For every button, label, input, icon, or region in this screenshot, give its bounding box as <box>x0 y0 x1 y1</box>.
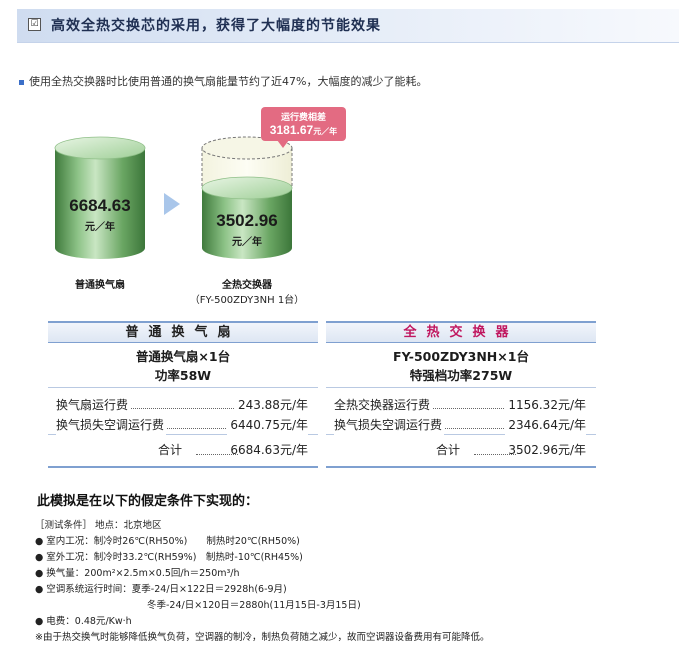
condition-line: ● 电费：0.48元/Kw·h <box>35 616 132 627</box>
exchanger-table-spec: FY-500ZDY3NH×1台 特强档功率275W <box>326 343 596 388</box>
condition-footnote: ※由于热交换气时能够降低换气负荷，空调器的制冷，制热负荷随之减少，故而空调器设备… <box>35 632 490 643</box>
fan-cost-cylinder <box>54 136 146 259</box>
savings-callout: 运行费相差 3181.67元／年 <box>261 107 346 148</box>
table-row: 换气扇运行费 243.88元/年 <box>48 395 318 415</box>
exchanger-cost-table: 全热交换器 FY-500ZDY3NH×1台 特强档功率275W 全热交换器运行费… <box>326 321 596 468</box>
condition-line: 冬季-24/日×120日＝2880h(11月15日-3月15日) <box>147 600 361 611</box>
condition-line: ● 空调系统运行时间：夏季-24/日×122日＝2928h(6-9月) <box>35 584 287 595</box>
fan-spec-units: 普通换气扇×1台 <box>135 349 231 364</box>
total-value: 6684.63元/年 <box>230 443 308 457</box>
exchanger-cost-cylinder <box>201 136 293 259</box>
fan-cost-rows: 换气扇运行费 243.88元/年 换气损失空调运行费 6440.75元/年 <box>48 388 318 435</box>
exchanger-table-title: 全热交换器 <box>326 321 596 343</box>
callout-unit: 元／年 <box>313 127 338 136</box>
exchanger-total-row: 合计 3502.96元/年 <box>326 435 596 468</box>
condition-line: ● 室内工况：制冷时26℃(RH50%) 制热时20℃(RH50%) <box>35 536 300 547</box>
callout-value-line: 3181.67元／年 <box>261 123 346 137</box>
intro-sentence: 使用全热交换器时比使用普通的换气扇能量节约了近47%，大幅度的减少了能耗。 <box>29 75 428 88</box>
row-label: 换气损失空调运行费 <box>56 415 167 435</box>
arrow-right-icon <box>164 193 180 215</box>
fan-spec-power: 功率58W <box>154 368 212 383</box>
row-value: 6440.75元/年 <box>227 415 308 435</box>
total-value: 3502.96元/年 <box>508 443 586 457</box>
fan-cost-table: 普通换气扇 普通换气扇×1台 功率58W 换气扇运行费 243.88元/年 换气… <box>48 321 318 468</box>
cost-comparison-illustration <box>54 136 293 259</box>
exchanger-spec-power: 特强档功率275W <box>409 368 513 383</box>
checkbox-icon: ☑ <box>28 18 41 31</box>
exchanger-label: 全热交换器 <box>222 280 272 291</box>
row-value: 243.88元/年 <box>234 395 308 415</box>
row-label: 全热交换器运行费 <box>334 395 433 415</box>
total-label: 合计 <box>436 441 464 458</box>
section-header: ☑ 高效全热交换芯的采用，获得了大幅度的节能效果 <box>17 9 679 43</box>
row-label: 换气损失空调运行费 <box>334 415 445 435</box>
table-row: 换气损失空调运行费 2346.64元/年 <box>326 415 596 435</box>
fan-total-row: 合计 6684.63元/年 <box>48 435 318 468</box>
condition-line: ● 室外工况：制冷时33.2℃(RH59%) 制热时-10℃(RH45%) <box>35 552 303 563</box>
condition-line: ● 换气量：200m²×2.5m×0.5回/h＝250m³/h <box>35 568 240 579</box>
total-label: 合计 <box>158 441 186 458</box>
section-title: 高效全热交换芯的采用，获得了大幅度的节能效果 <box>51 18 381 34</box>
table-row: 换气损失空调运行费 6440.75元/年 <box>48 415 318 435</box>
row-value: 2346.64元/年 <box>505 415 586 435</box>
table-row: 全热交换器运行费 1156.32元/年 <box>326 395 596 415</box>
exchanger-spec-units: FY-500ZDY3NH×1台 <box>393 349 529 364</box>
exchanger-cost-value: 3502.96 <box>216 211 278 230</box>
fan-cost-unit: 元／年 <box>85 222 115 233</box>
row-label: 换气扇运行费 <box>56 395 131 415</box>
condition-line: ［测试条件］ 地点：北京地区 <box>35 520 162 531</box>
callout-value: 3181.67 <box>269 123 314 137</box>
intro-text: 使用全热交换器时比使用普通的换气扇能量节约了近47%，大幅度的减少了能耗。 <box>19 73 427 89</box>
row-value: 1156.32元/年 <box>505 395 586 415</box>
conditions-title: 此模拟是在以下的假定条件下实现的： <box>37 494 259 509</box>
fan-table-spec: 普通换气扇×1台 功率58W <box>48 343 318 388</box>
exchanger-cost-unit: 元／年 <box>232 237 262 248</box>
fan-label: 普通换气扇 <box>75 280 125 291</box>
fan-cost-value: 6684.63 <box>69 196 131 215</box>
bullet-icon <box>19 79 24 85</box>
exchanger-model: （FY-500ZDY3NH 1台） <box>189 295 305 306</box>
fan-table-title: 普通换气扇 <box>48 321 318 343</box>
callout-label: 运行费相差 <box>280 113 326 123</box>
exchanger-cost-rows: 全热交换器运行费 1156.32元/年 换气损失空调运行费 2346.64元/年 <box>326 388 596 435</box>
